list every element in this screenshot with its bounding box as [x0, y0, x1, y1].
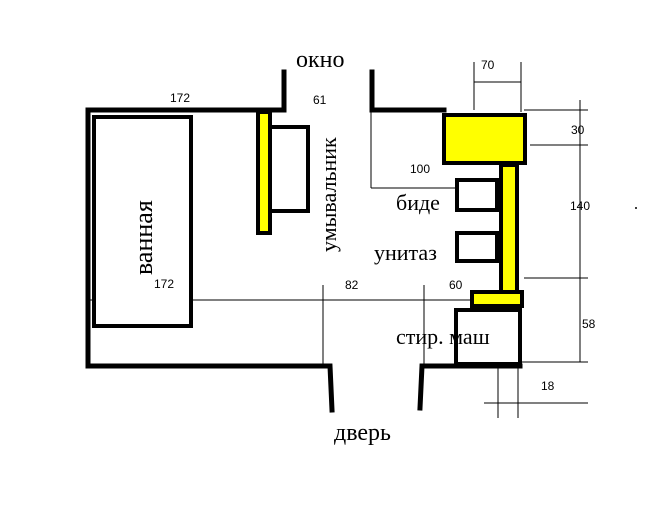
dim-sink-width: 61: [313, 93, 327, 107]
toilet: [455, 231, 499, 263]
wall-bottom-right: [417, 363, 459, 411]
dim-mid-span: 82: [345, 278, 359, 292]
bathtub-label: ванная: [129, 200, 158, 275]
wall-top-right: [369, 69, 447, 113]
washer-strip: [470, 290, 524, 308]
dim-window-right-box: 70: [481, 58, 495, 72]
washer: [454, 308, 522, 366]
bathtub: [92, 115, 193, 328]
sink-label: умывальник: [316, 137, 341, 252]
dim-top-left: 172: [170, 91, 190, 105]
sink: [268, 125, 310, 213]
bidet: [455, 178, 499, 212]
dim-washer-height: 58: [582, 317, 596, 331]
stray-dot: [635, 207, 637, 209]
dim-right-gap: 60: [449, 278, 463, 292]
right-strip: [499, 163, 519, 295]
wall-top-left: [85, 69, 287, 113]
dim-bidet-offset: 100: [410, 162, 430, 176]
dim-box-height: 30: [571, 123, 585, 137]
bidet-label: биде: [396, 190, 440, 215]
dim-bathtub-bottom: 172: [154, 277, 174, 291]
toilet-label: унитаз: [374, 240, 437, 265]
wall-bottom-left: [85, 363, 335, 413]
top-right-box: [442, 113, 527, 165]
window-label: окно: [296, 47, 345, 73]
dim-washer-width: 18: [541, 379, 555, 393]
dim-right-span: 140: [570, 199, 590, 213]
door-label: дверь: [334, 420, 391, 446]
washer-label: стир. маш: [396, 324, 490, 349]
